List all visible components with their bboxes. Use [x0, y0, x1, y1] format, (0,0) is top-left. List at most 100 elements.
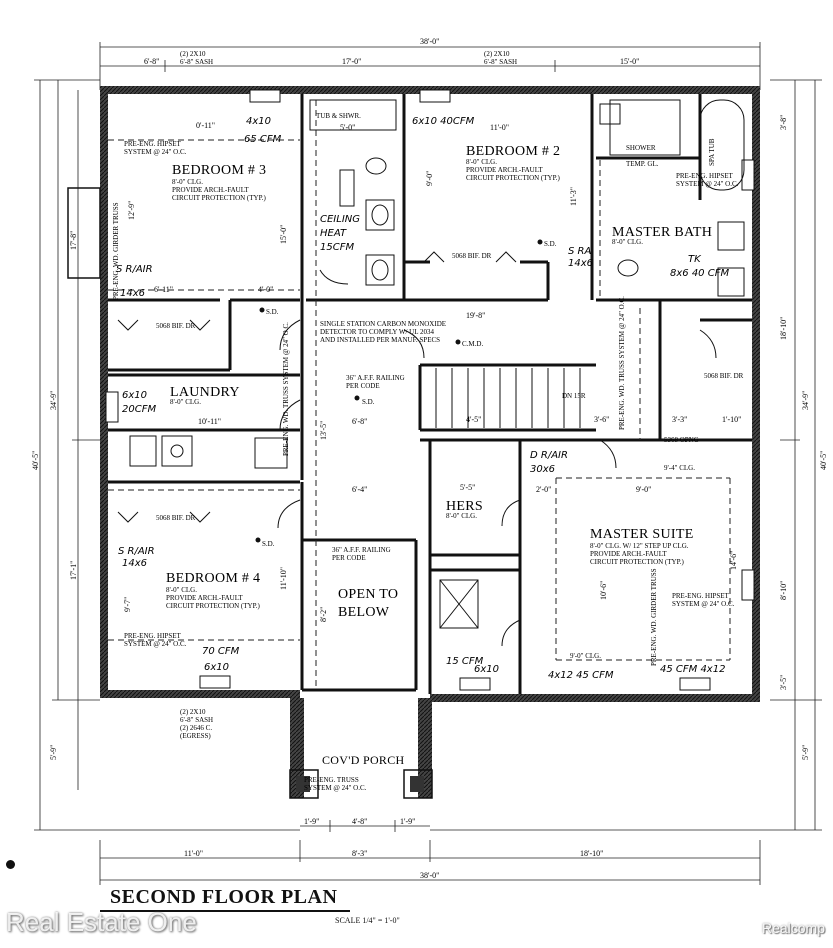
note-sash-top2: 6'-8" SASH — [180, 58, 213, 66]
note-sd-c: S.D. — [544, 240, 557, 248]
dim-d7: 19'-8" — [466, 311, 485, 320]
note-sash-top3: (2) 2X10 — [484, 50, 510, 58]
hand-sra-2b: 14x6 — [568, 258, 593, 269]
note-hipset-a2: SYSTEM @ 24" O.C. — [124, 148, 187, 156]
room-laundry: LAUNDRY — [170, 385, 240, 400]
dim-d13: 13'-5" — [319, 421, 328, 440]
stair — [435, 368, 581, 428]
room-below: BELOW — [338, 605, 390, 620]
dim-d6: 11'-3" — [569, 187, 578, 206]
hand-ceiling-1: CEILING — [320, 214, 360, 225]
note-laundry-clg: 8'-0" CLG. — [170, 398, 201, 406]
hand-bed3-win: 4x10 — [246, 116, 271, 127]
note-bed4-arch1: PROVIDE ARCH.-FAULT — [166, 594, 243, 602]
hand-sra-1: S R/AIR — [116, 264, 153, 275]
dim-d17: 5'-5" — [460, 483, 475, 492]
hand-laundry-2: 20CFM — [122, 404, 156, 415]
note-hipset-c1: PRE-ENG. HIPSET — [676, 172, 734, 180]
dim-d1: 0'-11" — [196, 121, 215, 130]
note-bif-c: 5068 BIF. DR — [452, 252, 492, 260]
dim-d18: 9'-0" — [636, 485, 651, 494]
dim-left-b: 17'-8" — [69, 231, 78, 250]
dim-d8: 10'-11" — [198, 417, 221, 426]
dim-top-c: 15'-0" — [620, 57, 639, 66]
interior-walls — [108, 94, 752, 694]
note-dn: DN 15R — [562, 392, 586, 400]
hand-hers-cfm: 15 CFM — [446, 656, 484, 667]
dim-d26: 2'-0" — [536, 485, 551, 494]
dim-d23: 3'-3" — [672, 415, 687, 424]
note-sash-1: (2) 2X10 — [180, 708, 206, 716]
page-title: SECOND FLOOR PLAN — [110, 886, 338, 908]
note-railing-b1: 36" A.F.F. RAILING — [332, 546, 391, 554]
note-bed2-arch2: CIRCUIT PROTECTION (TYP.) — [466, 174, 560, 182]
hand-sra-1b: 14x6 — [120, 288, 145, 299]
note-girder-vert: PRE-ENG. WD. GIRDER TRUSS — [650, 568, 658, 666]
note-clg-90: 9'-0" CLG. — [570, 652, 601, 660]
scale-note: SCALE 1/4" = 1'-0" — [335, 916, 400, 925]
note-bif-b: 5068 BIF. DR — [156, 514, 196, 522]
dimension-lines — [34, 42, 822, 885]
dim-d11: 6'-8" — [352, 417, 367, 426]
note-tub: TUB & SHWR. — [316, 112, 361, 120]
note-co-1: SINGLE STATION CARBON MONOXIDE — [320, 320, 446, 328]
room-open-to: OPEN TO — [338, 587, 398, 602]
dim-d20: 14'-6" — [729, 551, 738, 570]
note-sash-3: (2) 2646 C. — [180, 724, 212, 732]
dim-left-d: 5'-9" — [49, 745, 58, 760]
room-hers: HERS — [446, 499, 483, 514]
dim-right-b: 18'-10" — [779, 317, 788, 340]
hand-sra-3b: 14x6 — [122, 558, 147, 569]
note-railing-a1: 36" A.F.F. RAILING — [346, 374, 405, 382]
note-cmd: C.M.D. — [462, 340, 483, 348]
note-hipset-b1: PRE-ENG. HIPSET — [124, 632, 182, 640]
note-porch-truss1: PRE-ENG. TRUSS — [304, 776, 359, 784]
room-bedroom-3: BEDROOM # 3 — [172, 163, 266, 178]
dim-d2: 12'-9" — [127, 201, 136, 220]
note-hipset-a1: PRE-ENG. HIPSET — [124, 140, 182, 148]
note-spa-tub: SPA TUB — [708, 138, 716, 166]
note-sash-top1: (2) 2X10 — [180, 50, 206, 58]
room-master-bath: MASTER BATH — [612, 225, 712, 240]
hand-bed4-win: 6x10 — [204, 662, 229, 673]
note-girder-vert-b: PRE-ENG. WD. GIRDER TRUSS — [112, 202, 120, 300]
dim-right-a: 34'-9" — [801, 391, 810, 410]
hand-ceiling-3: 15CFM — [320, 242, 354, 253]
hand-sra-3: S R/AIR — [118, 546, 155, 557]
room-bedroom-4: BEDROOM # 4 — [166, 571, 260, 586]
note-bed3-clg: 8'-0" CLG. — [172, 178, 203, 186]
dim-d25: 5'-0" — [340, 123, 355, 132]
dim-top-b: 17'-0" — [342, 57, 361, 66]
dim-d5: 9'-0" — [425, 171, 434, 186]
note-sd-a: S.D. — [266, 308, 279, 316]
note-ms-clg: 8'-0" CLG. W/ 12" STEP UP CLG. — [590, 542, 689, 550]
hand-mb-cfm: 8x6 40 CFM — [670, 268, 729, 279]
note-bif-a: 5068 BIF. DR — [156, 322, 196, 330]
hand-ms-win-2: 45 CFM 4x12 — [660, 664, 725, 675]
dim-d9: 6'-11" — [154, 285, 173, 294]
note-temp-gl: TEMP. GL. — [626, 160, 659, 168]
note-sd-d: S.D. — [362, 398, 375, 406]
hand-laundry-1: 6x10 — [122, 390, 147, 401]
title-underline — [100, 910, 350, 912]
note-sash-top4: 6'-8" SASH — [484, 58, 517, 66]
hand-hers-win: 6x10 — [474, 664, 499, 675]
dim-right-c: 5'-9" — [801, 745, 810, 760]
door-swings — [117, 251, 717, 647]
note-truss-vert-b: PRE-ENG. WD. TRUSS SYSTEM @ 24" O.C. — [618, 296, 626, 430]
dim-d24: 1'-10" — [722, 415, 741, 424]
dim-d4: 11'-0" — [490, 123, 509, 132]
note-hipset-d2: SYSTEM @ 24" O.C. — [672, 600, 735, 608]
dim-bot-d: 1'-9" — [304, 817, 319, 826]
room-covd-porch: COV'D PORCH — [322, 753, 405, 767]
note-railing-a2: PER CODE — [346, 382, 380, 390]
note-ms-arch1: PROVIDE ARCH.-FAULT — [590, 550, 667, 558]
dim-right-d: 8'-10" — [779, 581, 788, 600]
hand-bed2-win: 6x10 40CFM — [412, 116, 475, 127]
dim-d3: 15'-0" — [279, 225, 288, 244]
note-sash-2: 6'-8" SASH — [180, 716, 213, 724]
dim-right-f: 3'-8" — [779, 115, 788, 130]
note-truss-vert-a: PRE-ENG. WD. TRUSS SYSTEM @ 24" O.C. — [282, 322, 290, 456]
hand-ms-win-1: 4x12 45 CFM — [548, 670, 614, 681]
dim-overall-h-right: 40'-5" — [819, 451, 828, 470]
